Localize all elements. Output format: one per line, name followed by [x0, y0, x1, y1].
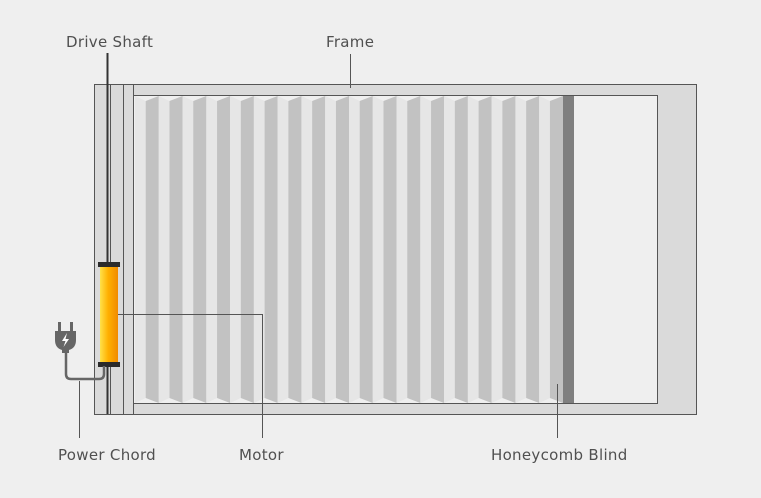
- pleat-face-dark: [359, 96, 373, 403]
- pleat-face-dark: [454, 96, 468, 403]
- pleat-face-light: [491, 96, 503, 403]
- pleat-face-dark: [193, 96, 207, 403]
- power-cord-label: Power Chord: [58, 446, 157, 464]
- pleat-face-dark: [478, 96, 492, 403]
- pleat-face-dark: [549, 96, 563, 403]
- pleat-face-light: [467, 96, 479, 403]
- power-cord: [64, 352, 106, 381]
- pleat-face-light: [396, 96, 408, 403]
- pleat-face-dark: [407, 96, 421, 403]
- pleat-face-light: [253, 96, 265, 403]
- pleat-face-dark: [383, 96, 397, 403]
- pleat-face-dark: [169, 96, 183, 403]
- motor-body: [100, 266, 118, 364]
- pleat-face-dark: [264, 96, 278, 403]
- pleat-face-dark: [240, 96, 254, 403]
- pleat-face-light: [301, 96, 313, 403]
- pleat-face-dark: [312, 96, 326, 403]
- motor-cap-top: [98, 262, 120, 267]
- pleat-face-dark: [217, 96, 231, 403]
- power-plug-icon: [55, 322, 76, 353]
- honeycomb-blind-label: Honeycomb Blind: [491, 446, 628, 464]
- pleat-face-light: [230, 96, 241, 403]
- pleat-face-dark: [145, 96, 159, 403]
- pleat-face-light: [420, 96, 432, 403]
- pleat-face-dark: [502, 96, 516, 403]
- pleat-face-light: [444, 96, 455, 403]
- pleat-face-dark: [526, 96, 540, 403]
- pleat-face-light: [515, 96, 527, 403]
- motor-cap-bottom: [98, 362, 120, 367]
- pleat-face-light: [135, 96, 146, 403]
- pleat-face-light: [325, 96, 336, 403]
- pleat-face-dark: [288, 96, 302, 403]
- frame-label: Frame: [326, 33, 375, 51]
- motor-label: Motor: [239, 446, 284, 464]
- drive-shaft-label: Drive Shaft: [66, 33, 154, 51]
- pleat-face-light: [539, 96, 550, 403]
- pleat-face-light: [372, 96, 384, 403]
- motor-leader-line: [118, 314, 263, 438]
- pleat-face-light: [349, 96, 360, 403]
- honeycomb-pleats: [135, 96, 563, 403]
- pleat-face-light: [277, 96, 289, 403]
- pleat-face-dark: [335, 96, 349, 403]
- pleat-face-light: [158, 96, 170, 403]
- pleat-face-light: [206, 96, 218, 403]
- motor: [98, 262, 120, 367]
- blind-leading-edge: [563, 96, 574, 403]
- pleat-face-dark: [431, 96, 445, 403]
- pleat-face-light: [182, 96, 194, 403]
